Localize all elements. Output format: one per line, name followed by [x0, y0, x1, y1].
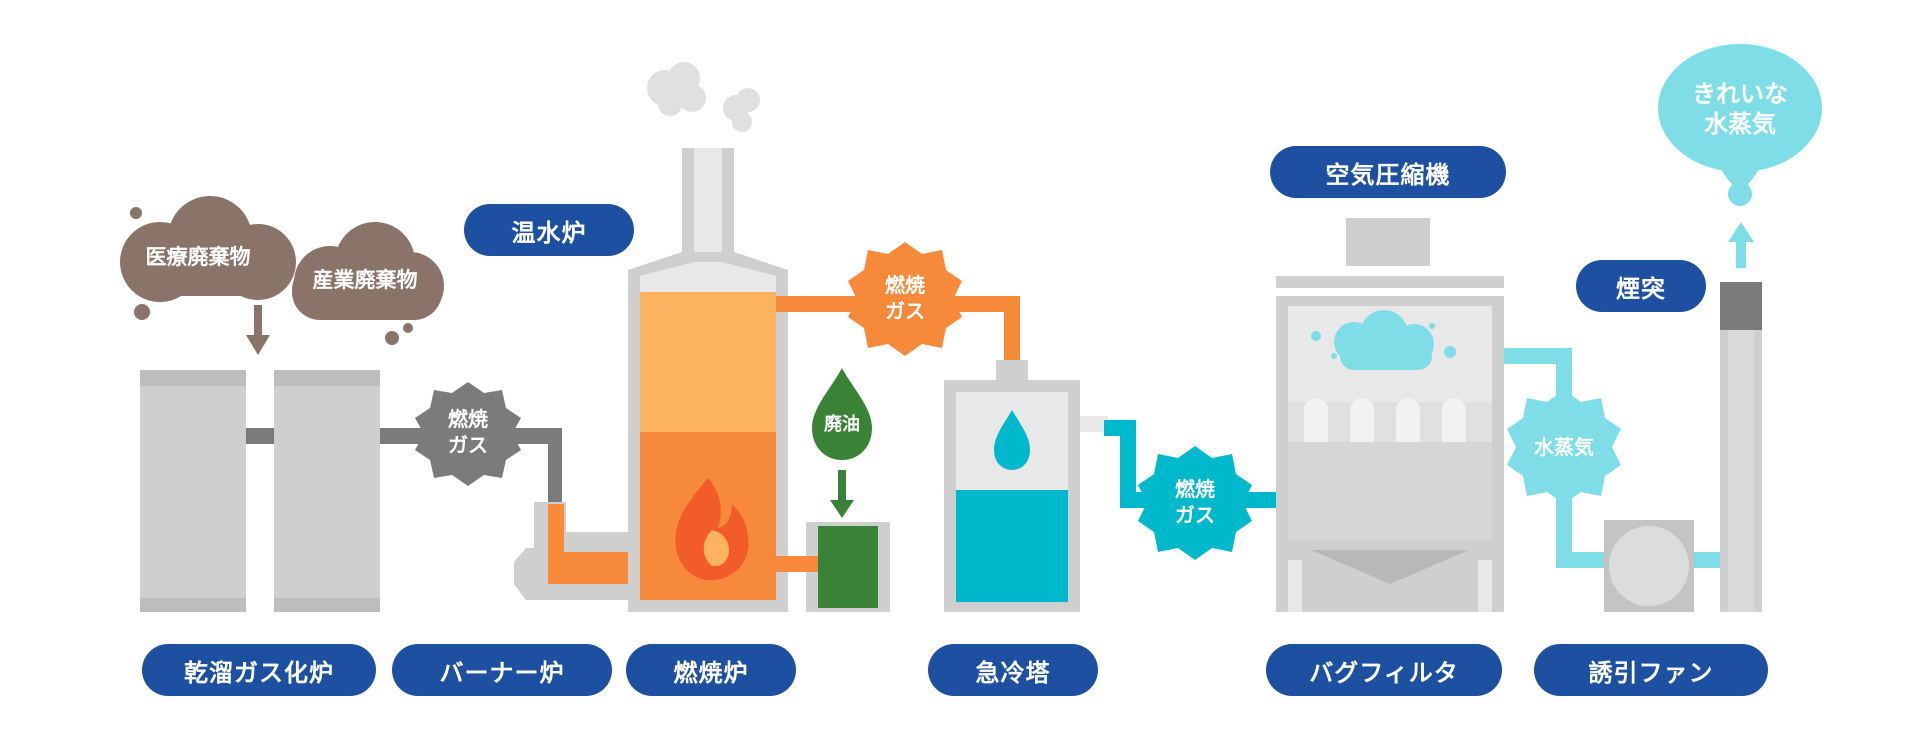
waste-oil-arrow — [830, 470, 854, 518]
air-compressor-label: 空気圧縮機 — [1270, 146, 1506, 198]
combustion-gas-label-2a: 燃焼 — [885, 273, 925, 297]
medical-waste-cloud: 医療廃棄物 — [120, 196, 296, 320]
combustion-gas-label-1a: 燃焼 — [448, 407, 488, 431]
medical-waste-label: 医療廃棄物 — [146, 245, 251, 269]
waste-input-arrow — [246, 305, 270, 355]
combustion-gas-label-2b: ガス — [885, 299, 925, 323]
combustion-gas-label-3b: ガス — [1175, 503, 1215, 527]
water-vapor-label: 水蒸気 — [1534, 435, 1594, 459]
waste-oil-label: 廃油 — [824, 413, 860, 435]
combustion-gas-badge-3: 燃焼 ガス — [1138, 446, 1252, 560]
industrial-waste-label: 産業廃棄物 — [313, 268, 418, 292]
stage-burner-furnace: バーナー炉 — [392, 644, 612, 696]
dry-distillation-furnace — [140, 370, 380, 612]
vapor-up-arrow — [1728, 222, 1754, 268]
chimney-label: 煙突 — [1576, 260, 1706, 312]
chimney — [1720, 282, 1762, 612]
combustion-gas-label-3a: 燃焼 — [1175, 477, 1215, 501]
air-compressor — [1346, 218, 1430, 266]
stage-dry-distillation-furnace: 乾溜ガス化炉 — [142, 644, 376, 696]
combustion-gas-badge-1: 燃焼 ガス — [415, 382, 521, 486]
dust-cloud — [1311, 310, 1456, 370]
quench-tower — [944, 360, 1108, 612]
industrial-waste-cloud: 産業廃棄物 — [292, 222, 444, 345]
stage-incinerator: 燃焼炉 — [626, 644, 796, 696]
stage-quench-tower: 急冷塔 — [928, 644, 1098, 696]
clean-vapor-balloon: きれいな 水蒸気 — [1658, 44, 1822, 206]
stage-induced-draft-fan: 誘引ファン — [1534, 644, 1768, 696]
waste-oil-drop: 廃油 — [812, 368, 872, 460]
induced-draft-fan — [1604, 520, 1694, 612]
combustion-gas-label-1b: ガス — [448, 433, 488, 457]
clean-vapor-label-1: きれいな — [1692, 80, 1788, 108]
stage-bag-filter: バグフィルタ — [1266, 644, 1502, 696]
incinerator — [628, 148, 788, 612]
hot-water-boiler-label: 温水炉 — [464, 204, 634, 256]
oil-tank — [776, 522, 890, 612]
bag-filter — [1276, 276, 1504, 612]
combustion-gas-badge-2: 燃焼 ガス — [848, 242, 962, 356]
smoke-puffs — [647, 62, 760, 132]
water-vapor-badge: 水蒸気 — [1507, 390, 1621, 504]
clean-vapor-label-2: 水蒸気 — [1704, 110, 1776, 138]
